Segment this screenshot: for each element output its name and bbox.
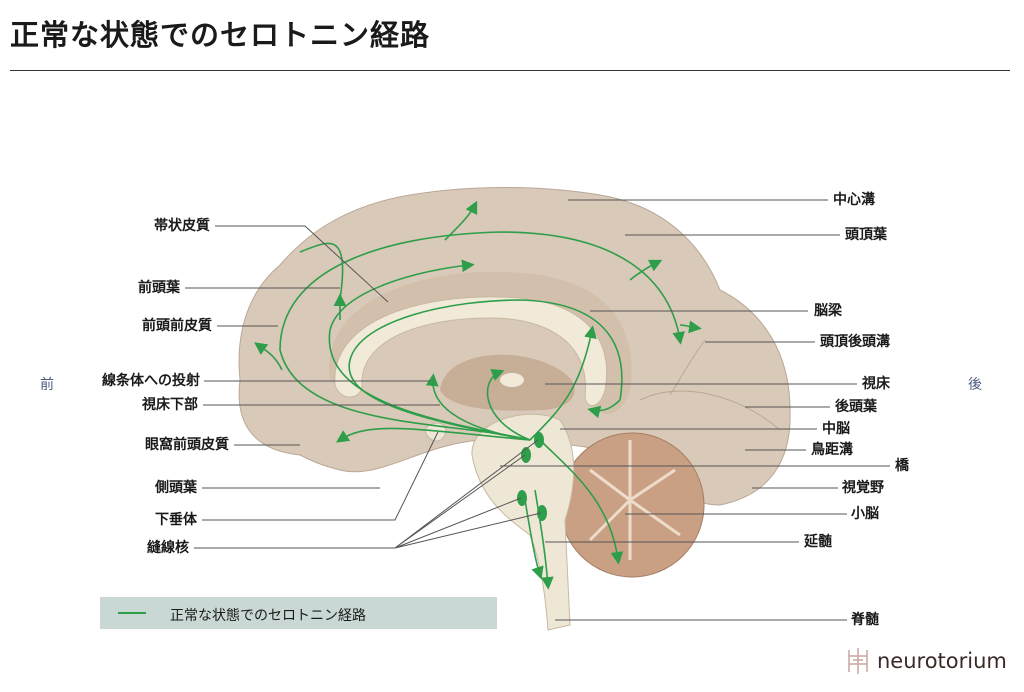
label-pituitary: 下垂体 — [155, 512, 197, 528]
direction-anterior: 前 — [40, 377, 54, 393]
label-raphe-nuclei: 縫線核 — [147, 540, 189, 556]
logo-text: neurotorium — [877, 649, 1007, 673]
serotonin-pathways — [254, 200, 702, 590]
label-central-sulcus: 中心溝 — [833, 192, 875, 208]
legend: 正常な状態でのセロトニン経路 — [100, 597, 497, 629]
cerebellum — [559, 432, 705, 578]
direction-posterior: 後 — [968, 377, 982, 393]
logo-icon — [848, 648, 868, 674]
label-striatal-projection: 線条体への投射 — [102, 373, 200, 389]
label-occipital-lobe: 後頭葉 — [835, 399, 877, 415]
label-orbitofrontal-cortex: 眼窩前頭皮質 — [145, 437, 229, 453]
page-title: 正常な状態でのセロトニン経路 — [10, 18, 431, 52]
label-hypothalamus: 視床下部 — [142, 397, 198, 413]
label-midbrain: 中脳 — [822, 421, 850, 437]
label-parieto-occipital-sulcus: 頭頂後頭溝 — [820, 334, 890, 350]
label-spinal-cord: 脊髄 — [851, 612, 879, 628]
brainstem — [471, 413, 575, 631]
leader-lines — [185, 199, 890, 621]
legend-text: 正常な状態でのセロトニン経路 — [170, 608, 366, 624]
label-visual-cortex: 視覚野 — [842, 480, 884, 496]
label-cingulate-cortex: 帯状皮質 — [154, 218, 210, 234]
label-cerebellum: 小脳 — [851, 506, 879, 522]
label-parietal-lobe: 頭頂葉 — [845, 227, 887, 243]
legend-line-swatch — [118, 612, 146, 614]
label-temporal-lobe: 側頭葉 — [155, 480, 197, 496]
corpus-callosum — [334, 296, 608, 407]
label-prefrontal-cortex: 前頭前皮質 — [142, 318, 212, 334]
label-calcarine-sulcus: 鳥距溝 — [811, 442, 853, 458]
label-thalamus: 視床 — [862, 376, 890, 392]
label-medulla: 延髄 — [804, 534, 832, 550]
neurotorium-logo: neurotorium — [845, 646, 1007, 676]
label-frontal-lobe: 前頭葉 — [138, 280, 180, 296]
label-pons: 橋 — [895, 458, 909, 474]
label-corpus-callosum: 脳梁 — [814, 303, 842, 319]
title-divider — [10, 70, 1010, 71]
